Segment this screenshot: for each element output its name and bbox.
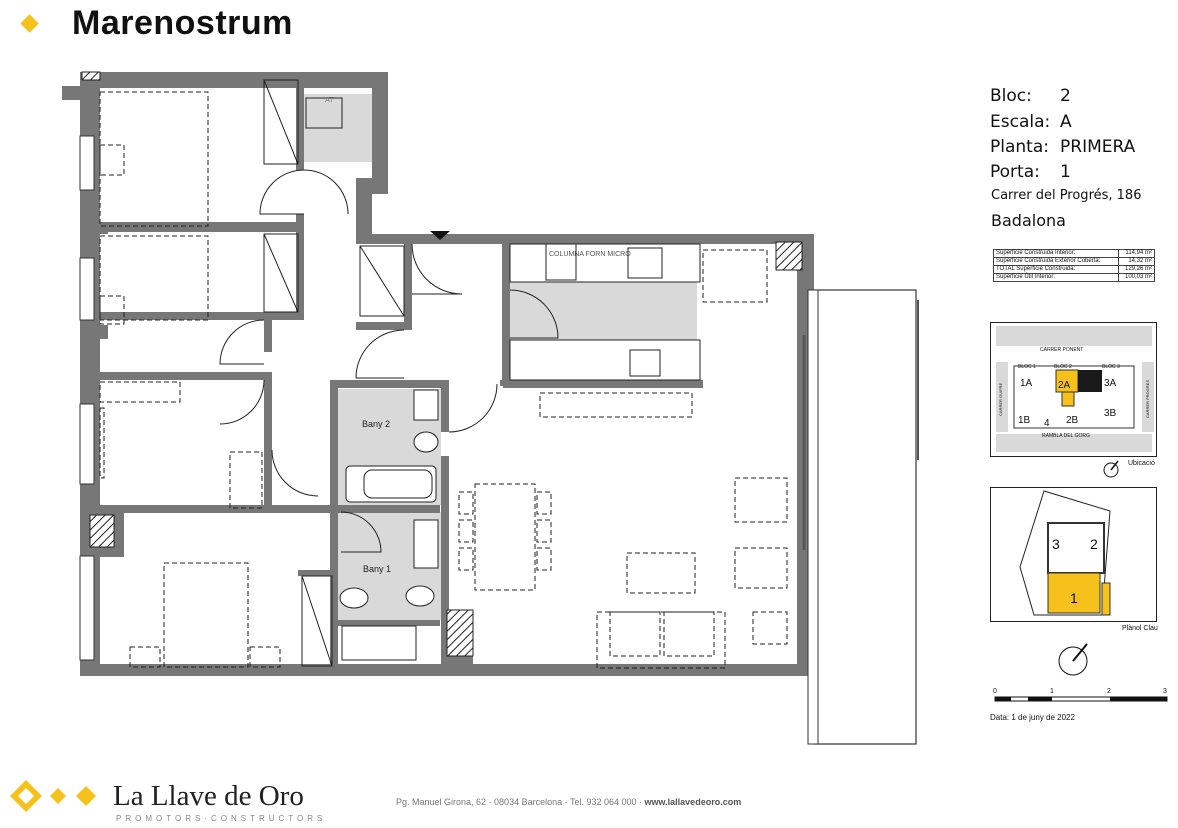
date-label: Data: 1 de juny de 2022: [990, 713, 1075, 722]
keyplan-caption: Plànol Clau: [1122, 625, 1158, 632]
scale-tick: 0: [993, 688, 997, 695]
brand-logo: [6, 778, 111, 818]
unit-label: 2B: [1066, 415, 1079, 426]
scale-bar: 0 1 2 3: [993, 688, 1168, 702]
unit-label: 3B: [1104, 408, 1117, 419]
location-map: CARRER PONENT RAMBLA DEL GORG BLOC 1 BLO…: [990, 322, 1157, 457]
brand-name: La Llave de Oro: [113, 780, 304, 812]
keyplan-number: 1: [1070, 590, 1078, 606]
keyplan-number: 3: [1052, 536, 1060, 552]
floor-plan: COLUMNA FORN MICRO AT Bany 2 Bany 1: [62, 71, 919, 745]
unit-label: 3A: [1104, 378, 1117, 389]
escala-value: A: [1060, 112, 1072, 132]
bath2-label: Bany 2: [362, 419, 390, 429]
surface-label: Superficie Construida Interior:: [993, 249, 1119, 258]
surface-row: Superficie Construida Interior:114,94 m²: [993, 249, 1156, 258]
bloc-label: Bloc:: [990, 86, 1032, 106]
key-plan: 3 2 1: [990, 487, 1157, 622]
surface-value: 114,94 m²: [1117, 249, 1156, 258]
location-caption: Ubicació: [1128, 460, 1155, 467]
bloc2-label: BLOC 2: [1054, 364, 1072, 370]
bloc-value: 2: [1060, 86, 1071, 106]
surface-value: 14,32 m²: [1117, 257, 1156, 266]
address: Carrer del Progrés, 186: [991, 188, 1142, 203]
surface-table: Superficie Construida Interior:114,94 m²…: [993, 249, 1156, 282]
porta-value: 1: [1060, 162, 1071, 182]
scale-tick: 3: [1163, 688, 1167, 695]
surface-value: 129,26 m²: [1117, 265, 1156, 274]
surface-row: Superficie Construida Exterior Coberta:1…: [993, 257, 1156, 266]
compass-icon: [1058, 643, 1088, 676]
title-diamond-icon: [20, 14, 39, 33]
planta-value: PRIMERA: [1060, 137, 1136, 157]
entrance-marker: [430, 231, 450, 240]
contact-text: Pg. Manuel Girona, 62 · 08034 Barcelona …: [396, 797, 645, 807]
scale-tick: 2: [1107, 688, 1111, 695]
street-bottom: RAMBLA DEL GORG: [1042, 433, 1090, 439]
compass-small-icon: [1103, 460, 1119, 478]
keyplan-number: 2: [1090, 536, 1098, 552]
kitchen-area: [507, 282, 697, 340]
street-right: CARRER PROGRES: [1145, 380, 1150, 418]
fridge-label: COLUMNA FORN MICRO: [549, 251, 631, 258]
website-link[interactable]: www.lallavedeoro.com: [644, 797, 742, 807]
unit-label: 1B: [1018, 415, 1031, 426]
bloc1-label: BLOC 1: [1018, 364, 1036, 370]
surface-label: TOTAL Superficie Construida:: [993, 265, 1119, 274]
logo-diamonds-icon: [10, 780, 96, 812]
street-top: CARRER PONENT: [1040, 347, 1083, 353]
escala-label: Escala:: [990, 112, 1051, 132]
porta-row: Porta: 1: [990, 162, 1071, 182]
street-left: CARRER GUIFRE: [998, 383, 1003, 416]
page-title: Marenostrum: [72, 4, 293, 42]
brand-tagline: PROMOTORS·CONSTRUCTORS: [116, 814, 327, 823]
bath1-label: Bany 1: [363, 564, 391, 574]
city: Badalona: [991, 211, 1066, 230]
bloc3-label: BLOC 3: [1102, 364, 1120, 370]
surface-row: TOTAL Superficie Construida:129,26 m²: [993, 265, 1156, 274]
terrace: [813, 289, 917, 745]
at-label: AT: [325, 97, 334, 104]
planta-row: Planta: PRIMERA: [990, 137, 1135, 157]
porta-label: Porta:: [990, 162, 1040, 182]
bloc-row: Bloc: 2: [990, 86, 1071, 106]
footer-contact: Pg. Manuel Girona, 62 · 08034 Barcelona …: [396, 797, 741, 807]
unit-label: 4: [1044, 418, 1050, 429]
surface-label: Superficie Útil Interior:: [993, 273, 1119, 282]
scale-tick: 1: [1050, 688, 1054, 695]
escala-row: Escala: A: [990, 112, 1072, 132]
surface-row: Superficie Útil Interior:100,03 m²: [993, 273, 1156, 282]
planta-label: Planta:: [990, 137, 1049, 157]
surface-label: Superficie Construida Exterior Coberta:: [993, 257, 1119, 266]
unit-label: 1A: [1020, 378, 1033, 389]
surface-value: 100,03 m²: [1117, 273, 1156, 282]
unit-label: 2A: [1058, 380, 1071, 391]
